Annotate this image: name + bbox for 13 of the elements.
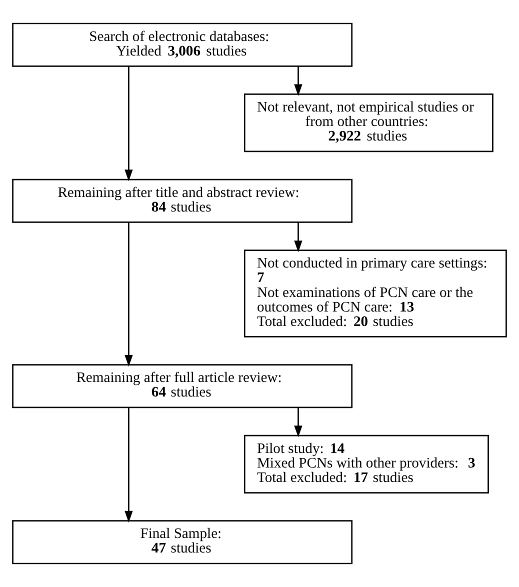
node-box: Remaining after full article review: 64 studies: [12, 364, 353, 408]
arrow: [294, 66, 302, 96]
node-box: Remaining after title and abstract review: 84 studies: [12, 178, 353, 223]
arrow: [124, 222, 133, 367]
arrow: [124, 408, 133, 523]
arrow: [294, 222, 302, 252]
arrow: [294, 408, 302, 438]
node-box: Not relevant, not empirical studies or from other countries: 2,922 studies: [244, 94, 494, 152]
node-box: Search of electronic databases: Yielded 3,006 studies: [12, 22, 353, 67]
node-box: Not conducted in primary care settings: 7 Not examinations of PCN care or the outcomes of PCN care: 13 Total excluded: 20 studies: [244, 250, 507, 338]
node-box: Pilot study: 14 Mixed PCNs with other providers: 3 Total excluded: 17 studies: [244, 434, 489, 494]
arrow: [124, 66, 133, 182]
node-box: Final Sample: 47 studies: [12, 520, 353, 564]
